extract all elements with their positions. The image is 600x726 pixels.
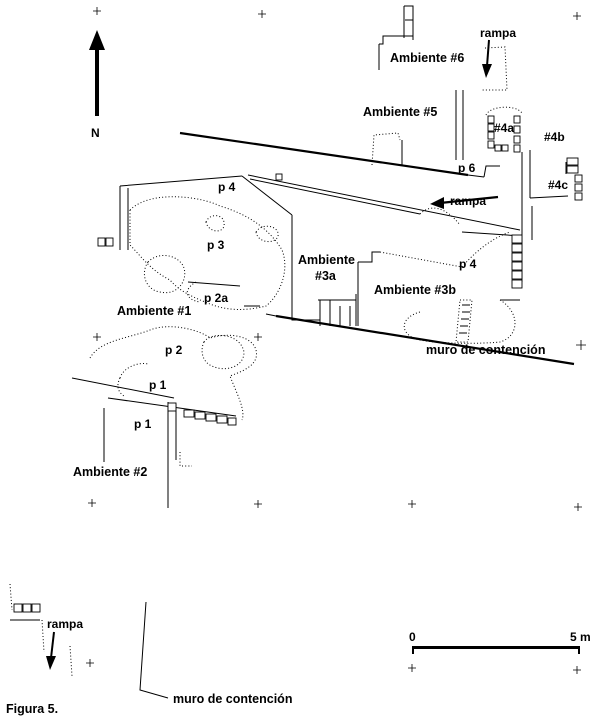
scale-label-five: 5 m [570, 630, 591, 644]
ambiente3-structure [247, 173, 523, 344]
label-muro-lower: muro de contención [173, 692, 292, 706]
label-ambiente5: Ambiente #5 [363, 105, 437, 119]
north-arrow: N [89, 30, 105, 140]
label-ambiente3a-line2: #3a [315, 269, 337, 283]
room-4b-4c [521, 150, 583, 282]
label-ambiente1: Ambiente #1 [117, 304, 191, 318]
sw-fragment [9, 583, 169, 699]
label-rampa-mid: rampa [450, 194, 486, 208]
main-walls [179, 131, 500, 178]
label-p6: p 6 [458, 161, 476, 175]
label-rampa-ne: rampa [480, 26, 516, 40]
scale-bar [412, 646, 580, 654]
label-p2: p 2 [165, 343, 183, 357]
label-p4-right: p 4 [459, 257, 477, 271]
label-muro-upper: muro de contención [426, 343, 545, 357]
label-p2a: p 2a [204, 291, 228, 305]
label-4c: #4c [548, 178, 568, 192]
label-ambiente3a-line1: Ambiente [298, 253, 355, 267]
figure-caption: Figura 5. [6, 702, 58, 716]
label-p3: p 3 [207, 238, 225, 252]
label-ambiente6: Ambiente #6 [390, 51, 464, 65]
ramp-arrows [46, 39, 499, 670]
label-p4-top: p 4 [218, 180, 236, 194]
ambiente2-structure [71, 326, 257, 508]
ambiente1-structure [97, 175, 293, 310]
grid-crosses [86, 7, 586, 674]
label-p1-lower: p 1 [134, 417, 152, 431]
muro-upper [265, 313, 575, 366]
scale-label-zero: 0 [409, 630, 416, 644]
ambiente6-structure [378, 5, 508, 160]
label-4a: #4a [494, 121, 514, 135]
north-label: N [91, 126, 100, 140]
label-4b: #4b [544, 130, 565, 144]
label-rampa-sw: rampa [47, 617, 83, 631]
label-p1-upper: p 1 [149, 378, 167, 392]
label-ambiente3b: Ambiente #3b [374, 283, 456, 297]
label-ambiente2: Ambiente #2 [73, 465, 147, 479]
ambiente5-structure [371, 132, 403, 166]
room-4a-stones [485, 106, 523, 153]
